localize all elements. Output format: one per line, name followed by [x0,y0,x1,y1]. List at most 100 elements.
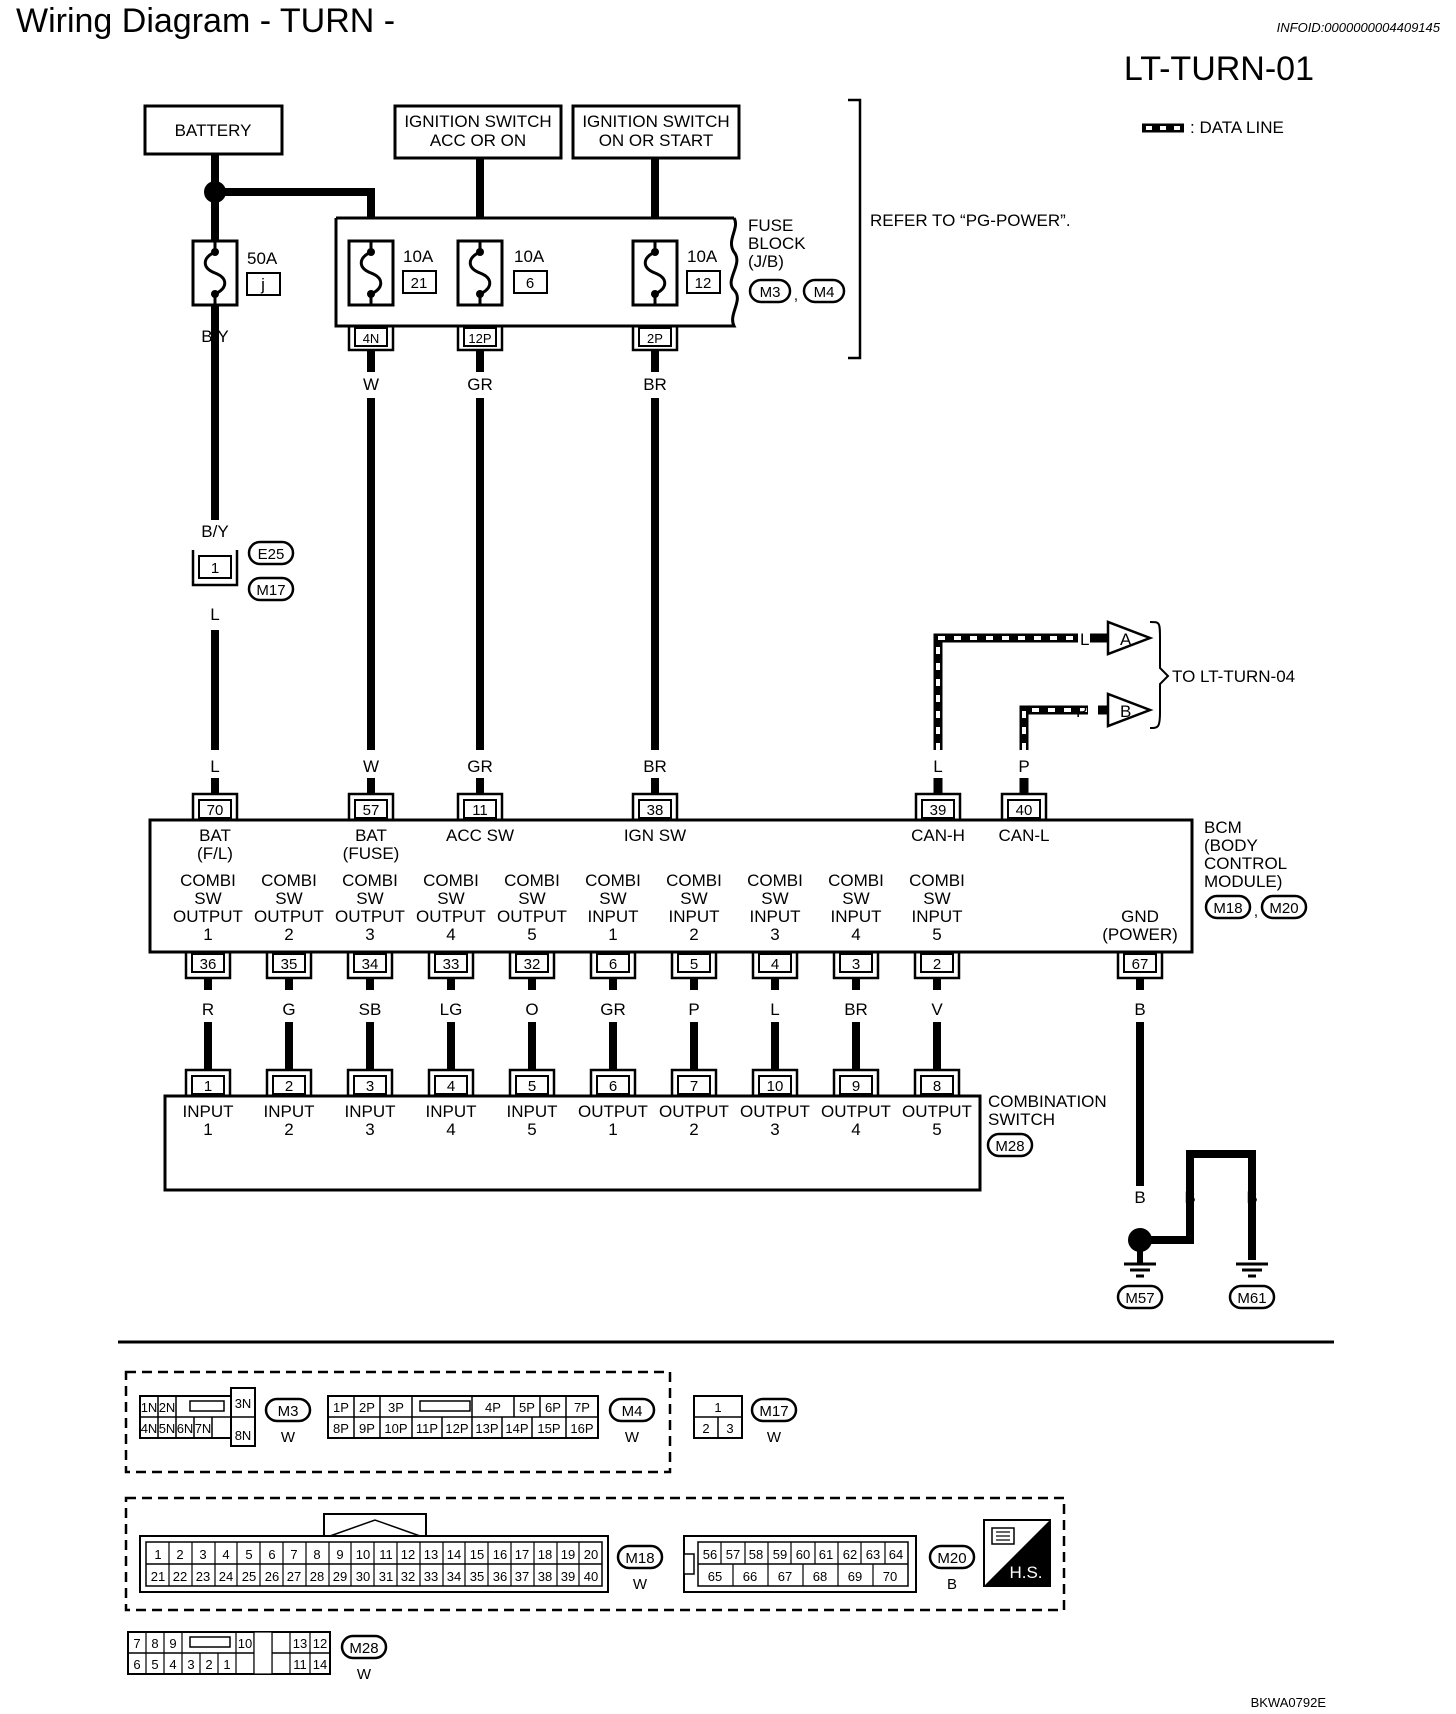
connector-m3-view: 1N 2N 3N 4N 5N 6N 7N 8N M3 W [139,1387,312,1447]
joint-connector-m17: M17 [256,582,285,599]
ground-wire-b2: B [1184,1188,1195,1207]
switch-func-8-2: 5 [932,1120,941,1139]
wire-color-w-upper: W [363,375,379,394]
bcm-func-40: CAN-L [998,826,1049,845]
bcm-label-group: BCM (BODY CONTROL MODULE) M18 , M20 [1204,818,1308,920]
combination-switch-pins: 1 2 3 4 5 6 7 10 9 8 [184,1068,961,1096]
m3-id: M3 [278,1403,299,1420]
wire-color-v: V [931,1000,943,1019]
fuse-block-label-group: FUSE BLOCK (J/B) M3 , M4 [748,216,846,304]
bcm-func-3-3: INPUT [831,907,882,926]
bcm-func-35-4: 2 [284,925,293,944]
bcm-func-3-1: COMBI [828,871,884,890]
switch-pin-2: 2 [285,1078,293,1095]
switch-pin-5: 5 [528,1078,536,1095]
m3-cell-3n: 3N [235,1396,252,1411]
m3-cell-1n: 1N [141,1400,158,1415]
can-data-lines [933,633,1108,750]
bcm-func-4-2: SW [761,889,788,908]
bcm-func-2-2: SW [923,889,950,908]
m4-cell-2p: 2P [359,1400,375,1415]
m18-cell-40: 40 [584,1569,598,1584]
m28-cell-6: 6 [133,1657,140,1672]
m28-cell-1: 1 [223,1657,230,1672]
m4-cell-6p: 6P [545,1400,561,1415]
ignition-on-line1: IGNITION SWITCH [582,112,729,131]
bcm-pin-40: 40 [1016,802,1033,819]
fuse-12-amp: 10A [687,247,718,266]
combination-switch-label-1: COMBINATION [988,1092,1107,1111]
switch-pin-8: 8 [933,1078,941,1095]
switch-pin-4: 4 [447,1078,455,1095]
bcm-func-6-2: SW [599,889,626,908]
bcm-bottom-wire-colors: R G SB LG O GR P L BR V B [202,1000,1146,1019]
m4-cell-14p: 14P [505,1421,528,1436]
wire-color-gr-upper: GR [467,375,493,394]
data-line-legend: : DATA LINE [1142,118,1284,137]
bcm-func-57-1: BAT [355,826,387,845]
m20-cell-65: 65 [708,1569,722,1584]
m18-cell-10: 10 [356,1547,370,1562]
m20-cell-57: 57 [726,1547,740,1562]
m4-cell-15p: 15P [537,1421,560,1436]
m18-cell-8: 8 [313,1547,320,1562]
ignition-on-box: IGNITION SWITCH ON OR START [571,104,741,160]
m18-cell-6: 6 [268,1547,275,1562]
battery-box: BATTERY [143,104,284,156]
fuse-6-amp: 10A [514,247,545,266]
m20-cell-63: 63 [866,1547,880,1562]
bcm-func-33-3: OUTPUT [416,907,486,926]
bcm-pin-57: 57 [363,802,380,819]
m18-cell-34: 34 [447,1569,461,1584]
bcm-func-33-4: 4 [446,925,455,944]
m28-cell-7: 7 [133,1636,140,1651]
switch-pin-7: 7 [690,1078,698,1095]
m4-cell-11p: 11P [416,1421,438,1436]
bcm-func-32-1: COMBI [504,871,560,890]
bcm-box [148,818,1194,954]
bcm-func-5-3: INPUT [669,907,720,926]
fuse-12-number: 12 [695,275,712,292]
bcm-wire-57: W [363,757,379,776]
can-a-tag: A [1120,630,1132,649]
combination-switch-box [163,1094,982,1192]
bcm-wire-70: L [210,757,219,776]
bcm-pin-38: 38 [647,802,664,819]
fuse-6: 10A 6 [456,239,548,307]
switch-func-10-2: 3 [770,1120,779,1139]
m28-cell-12: 12 [313,1636,327,1651]
battery-label: BATTERY [175,121,252,140]
m28-cell-4: 4 [169,1657,176,1672]
can-destination: TO LT-TURN-04 [1172,667,1295,686]
bcm-func-35-1: COMBI [261,871,317,890]
m17-cell-1: 1 [714,1400,721,1415]
m18-cell-11: 11 [379,1547,393,1562]
bcm-func-4-4: 3 [770,925,779,944]
m3-cell-5n: 5N [159,1421,176,1436]
m3-color: W [281,1429,296,1446]
bcm-func-36-2: SW [194,889,221,908]
fuse-terminal-2p-label: 2P [647,331,663,346]
switch-func-5-2: 5 [527,1120,536,1139]
bcm-func-6-1: COMBI [585,871,641,890]
bcm-func-38: IGN SW [624,826,686,845]
wire-color-br: BR [844,1000,868,1019]
bcm-label-4: MODULE) [1204,872,1282,891]
bcm-func-36-1: COMBI [180,871,236,890]
m4-cell-9p: 9P [359,1421,375,1436]
connector-m20-view: 56 57 58 59 60 61 62 63 64 65 66 67 68 6… [683,1535,976,1593]
m28-cell-10: 10 [238,1636,252,1651]
switch-func-6-1: OUTPUT [578,1102,648,1121]
figure-code: BKWA0792E [1251,1695,1327,1710]
wire-color-br-upper: BR [643,375,667,394]
combination-switch-func-labels: INPUT 1 INPUT 2 INPUT 3 INPUT 4 INPUT 5 … [183,1102,972,1139]
bcm-func-32-4: 5 [527,925,536,944]
m20-cell-59: 59 [773,1547,787,1562]
bcm-pin-2: 2 [933,956,941,973]
fuse-block-label-3: (J/B) [748,252,784,271]
fusible-link-id: j [260,275,265,294]
bcm-bottom-pins: 36 35 34 33 32 6 5 4 3 2 67 [184,952,1164,980]
connector-m18-view: 1 2 3 4 5 6 7 8 9 10 11 12 13 14 15 16 1… [139,1513,664,1593]
bcm-wire-39: L [933,757,942,776]
